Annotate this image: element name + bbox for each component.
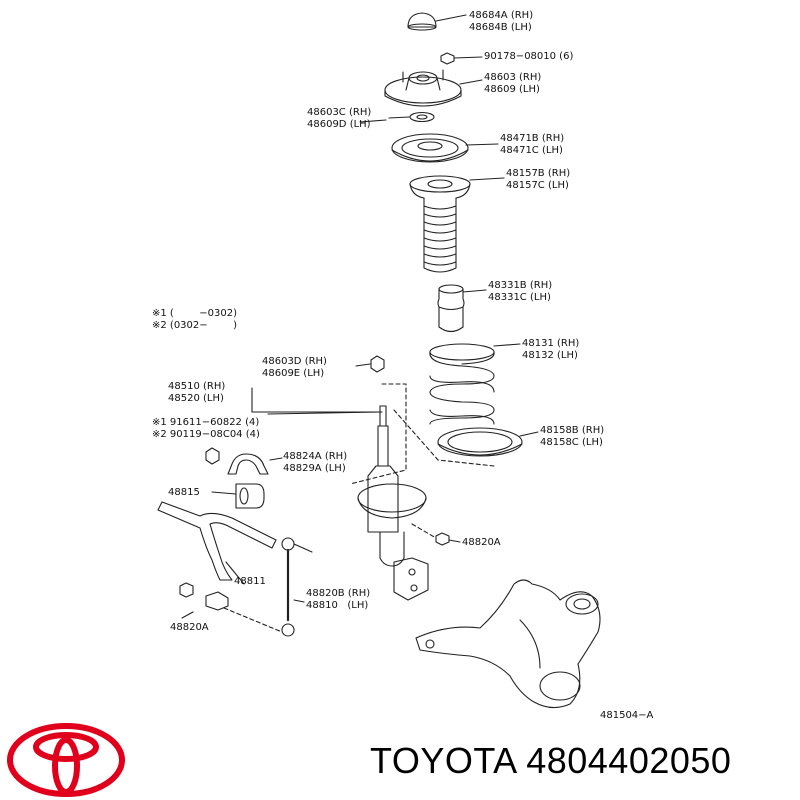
- part-number: 48510 (RH): [168, 381, 226, 392]
- mount-nut: [440, 52, 483, 65]
- part-number: 48131 (RH): [522, 338, 580, 349]
- strut-mount: [384, 69, 483, 107]
- label-48820a-left: 48820A: [170, 622, 209, 634]
- part-number: 48810 (LH): [306, 600, 369, 611]
- label-48510: 48510 (RH) 48520 (LH): [168, 381, 225, 405]
- note-text: ※2 (0302− ): [152, 320, 237, 331]
- lower-spring-insulator: [437, 427, 539, 457]
- part-number: 48331C (LH): [488, 292, 551, 303]
- label-48820b: 48820B (RH) 48810 (LH): [306, 588, 370, 612]
- label-48471: 48471B (RH) 48471C (LH): [500, 133, 564, 157]
- part-number-caption: 4804402050: [526, 740, 732, 781]
- label-48603c: 48603C (RH) 48609D (LH): [307, 107, 371, 131]
- mount-bearing: [388, 111, 435, 123]
- part-number: 48811: [234, 576, 266, 587]
- note-text: ※1 ( −0302): [152, 308, 237, 319]
- part-number: 48158B (RH): [540, 425, 605, 436]
- part-number: 48331B (RH): [488, 280, 553, 291]
- part-number: 48520 (LH): [168, 393, 224, 404]
- part-number: 48158C (LH): [540, 437, 603, 448]
- brand-name: TOYOTA: [370, 740, 516, 781]
- part-number: 48157B (RH): [506, 168, 571, 179]
- stabilizer-link-nut: [411, 523, 461, 546]
- label-90178: 90178−08010 (6): [484, 51, 573, 63]
- label-48684: 48684A (RH) 48684B (LH): [469, 10, 533, 34]
- part-number: 48824A (RH): [283, 451, 348, 462]
- part-number: 48157C (LH): [506, 180, 569, 191]
- part-number: 48603C (RH): [307, 107, 372, 118]
- figure-number: 481504−A: [600, 710, 654, 721]
- part-number: 48820B (RH): [306, 588, 371, 599]
- part-number: 48609E (LH): [262, 368, 325, 379]
- part-number: 48603 (RH): [484, 72, 542, 83]
- dust-cap: [407, 12, 467, 31]
- part-number: ※2 90119−08C04 (4): [152, 429, 260, 440]
- label-48158: 48158B (RH) 48158C (LH): [540, 425, 604, 449]
- part-number: 48603D (RH): [262, 356, 327, 367]
- stabilizer-bar: [157, 501, 277, 611]
- stabilizer-bracket: [205, 447, 283, 475]
- figure-code: 481504−A: [600, 710, 653, 722]
- part-number: ※1 91611−60822 (4): [152, 417, 260, 428]
- label-48820a-right: 48820A: [462, 537, 501, 549]
- bump-stopper: [437, 284, 487, 333]
- upper-spring-seat: [391, 133, 499, 163]
- label-48157: 48157B (RH) 48157C (LH): [506, 168, 570, 192]
- toyota-logo: [7, 723, 125, 797]
- part-number: 48684A (RH): [469, 10, 534, 21]
- dust-boot: [409, 175, 505, 273]
- part-number: 90178−08010 (6): [484, 51, 574, 62]
- brand-caption: TOYOTA 4804402050: [370, 740, 731, 782]
- label-48811: 48811: [234, 576, 266, 588]
- part-number: 48609 (LH): [484, 84, 540, 95]
- stabilizer-link: [281, 537, 313, 637]
- part-number: 48820A: [462, 537, 501, 548]
- part-number: 48820A: [170, 622, 209, 633]
- label-48824: 48824A (RH) 48829A (LH): [283, 451, 347, 475]
- label-notes: ※1 ( −0302) ※2 (0302− ): [152, 308, 237, 332]
- part-number: 48684B (LH): [469, 22, 532, 33]
- part-number: 48815: [168, 487, 200, 498]
- label-48603d: 48603D (RH) 48609E (LH): [262, 356, 327, 380]
- shock-absorber: [251, 387, 429, 601]
- label-48131: 48131 (RH) 48132 (LH): [522, 338, 579, 362]
- part-number: 48132 (LH): [522, 350, 578, 361]
- part-number: 48471B (RH): [500, 133, 565, 144]
- label-48331: 48331B (RH) 48331C (LH): [488, 280, 552, 304]
- link-lower-nut: [179, 582, 283, 633]
- part-number: 48609D (LH): [307, 119, 371, 130]
- part-number: 48471C (LH): [500, 145, 563, 156]
- coil-spring: [429, 343, 521, 425]
- steering-knuckle: [415, 579, 601, 709]
- label-9161x: ※1 91611−60822 (4) ※2 90119−08C04 (4): [152, 417, 260, 441]
- label-48603: 48603 (RH) 48609 (LH): [484, 72, 541, 96]
- label-48815: 48815: [168, 487, 200, 499]
- strut-rod-nut: [355, 355, 385, 373]
- part-number: 48829A (LH): [283, 463, 346, 474]
- stabilizer-bushing: [211, 483, 265, 509]
